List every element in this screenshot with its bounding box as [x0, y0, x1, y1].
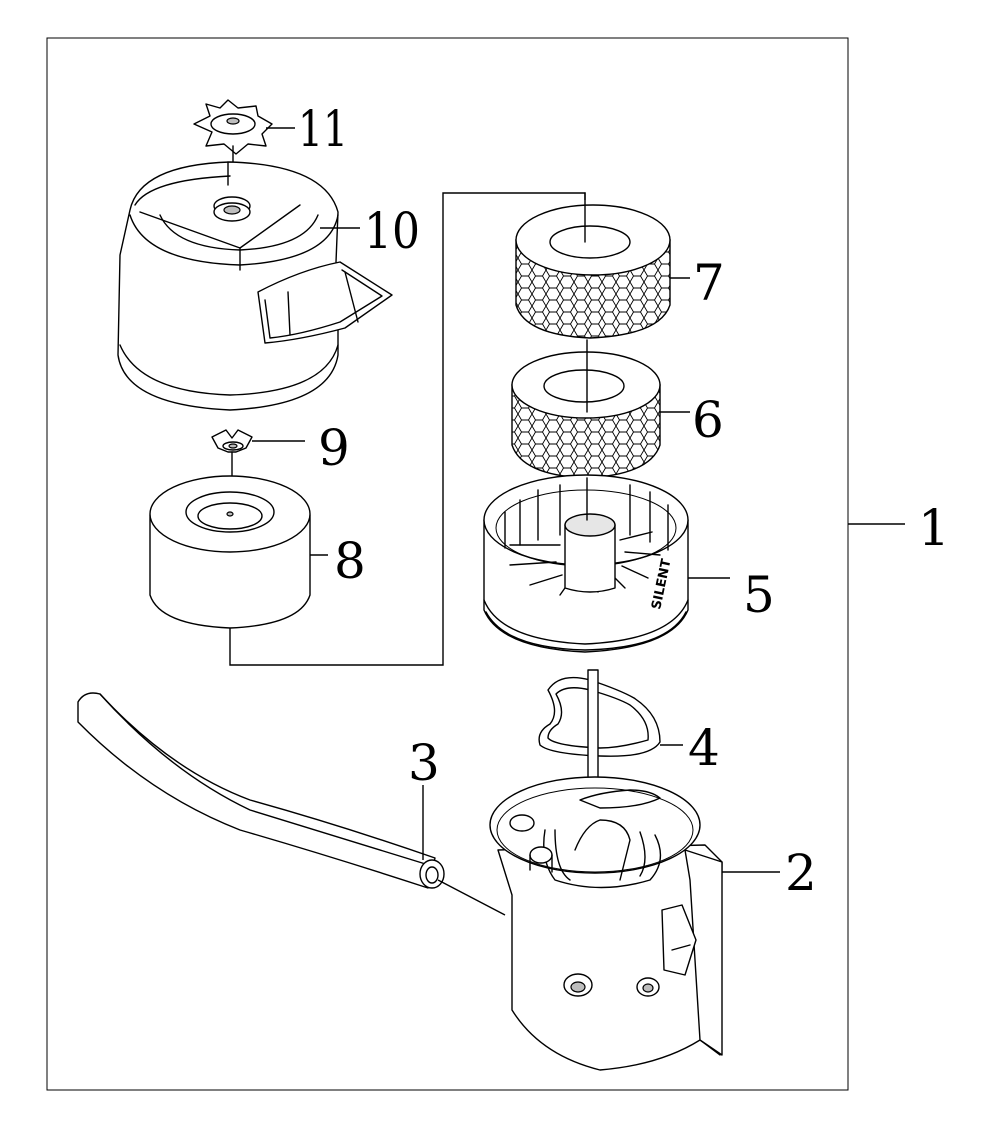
air-cleaner-cover — [117, 161, 393, 411]
callout-7: 7 — [693, 254, 725, 312]
callout-4: 4 — [688, 719, 720, 777]
callout-3: 3 — [408, 734, 440, 792]
callout-11: 11 — [298, 100, 348, 158]
callout-2: 2 — [785, 844, 817, 902]
callout-1: 1 — [918, 499, 950, 557]
callout-8: 8 — [334, 532, 366, 590]
assembly-frame — [46, 37, 849, 1091]
air-cleaner-housing — [489, 776, 780, 1071]
pre-filter — [149, 475, 328, 629]
callout-5: 5 — [743, 566, 775, 624]
star-knob — [193, 99, 295, 163]
wing-nut — [211, 429, 305, 513]
callout-9: 9 — [318, 419, 350, 477]
callout-labels: 1 2 3 4 5 6 7 8 9 10 11 — [298, 100, 950, 902]
filter-base: SILENT — [483, 474, 730, 653]
outer-filter-element — [515, 192, 690, 339]
callout-10: 10 — [364, 202, 420, 260]
callout-6: 6 — [692, 391, 724, 449]
inner-filter-element — [511, 339, 690, 479]
hose — [77, 692, 506, 916]
